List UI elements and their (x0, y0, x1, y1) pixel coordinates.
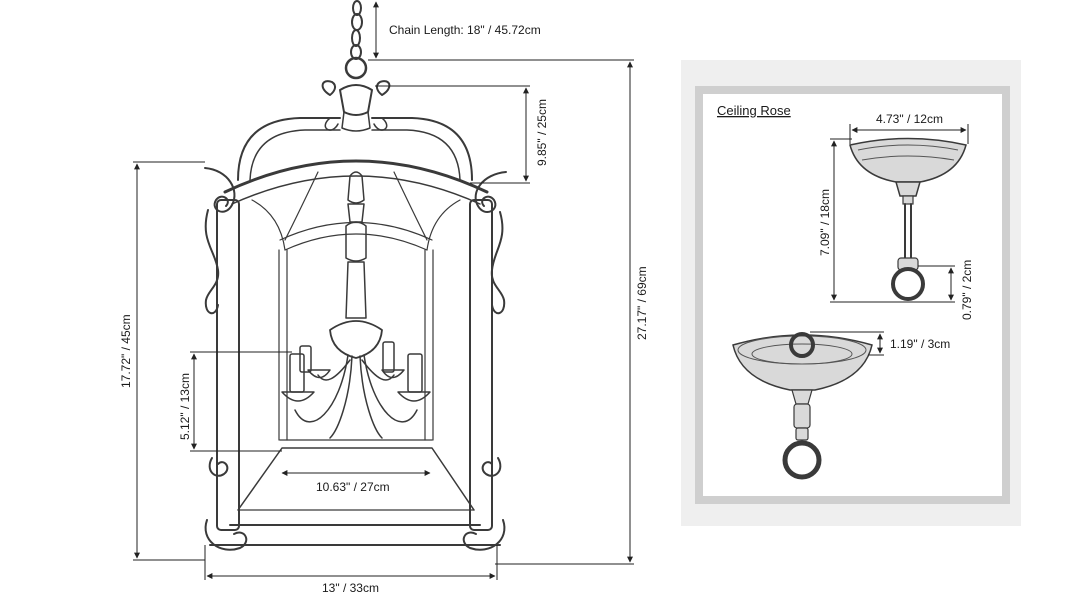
candle-arms (281, 341, 431, 439)
top-arch (223, 117, 489, 251)
rose-side-view (849, 137, 967, 301)
lantern-dimensions: Chain Length: 18" / 45.72cm 9.85" / 25cm… (119, 1, 649, 595)
depth-label: 1.19" / 3cm (890, 337, 950, 351)
rose-width-label: 4.73" / 12cm (876, 112, 943, 126)
scroll-ornaments (204, 167, 507, 551)
chain (344, 0, 368, 80)
central-column (329, 171, 383, 359)
ceiling-rose-panel: Ceiling Rose 4.73" / 12cm 7.09" / 18cm 0… (681, 60, 1021, 526)
base-frame (209, 439, 501, 546)
top-height-label: 9.85" / 25cm (535, 99, 549, 166)
rose-height-label: 7.09" / 18cm (818, 189, 832, 256)
rose-bottom-view (732, 332, 873, 480)
inner-width-label: 10.63" / 27cm (316, 480, 390, 494)
crown (321, 80, 391, 132)
total-height-label: 27.17" / 69cm (635, 266, 649, 340)
body-height-label: 17.72" / 45cm (119, 314, 133, 388)
ceiling-rose-title: Ceiling Rose (717, 103, 791, 118)
base-width-label: 13" / 33cm (322, 581, 379, 595)
ring-label: 0.79" / 2cm (960, 260, 974, 320)
candle-height-label: 5.12" / 13cm (178, 373, 192, 440)
lantern-illustration (204, 0, 507, 551)
chain-length-label: Chain Length: 18" / 45.72cm (389, 23, 541, 37)
